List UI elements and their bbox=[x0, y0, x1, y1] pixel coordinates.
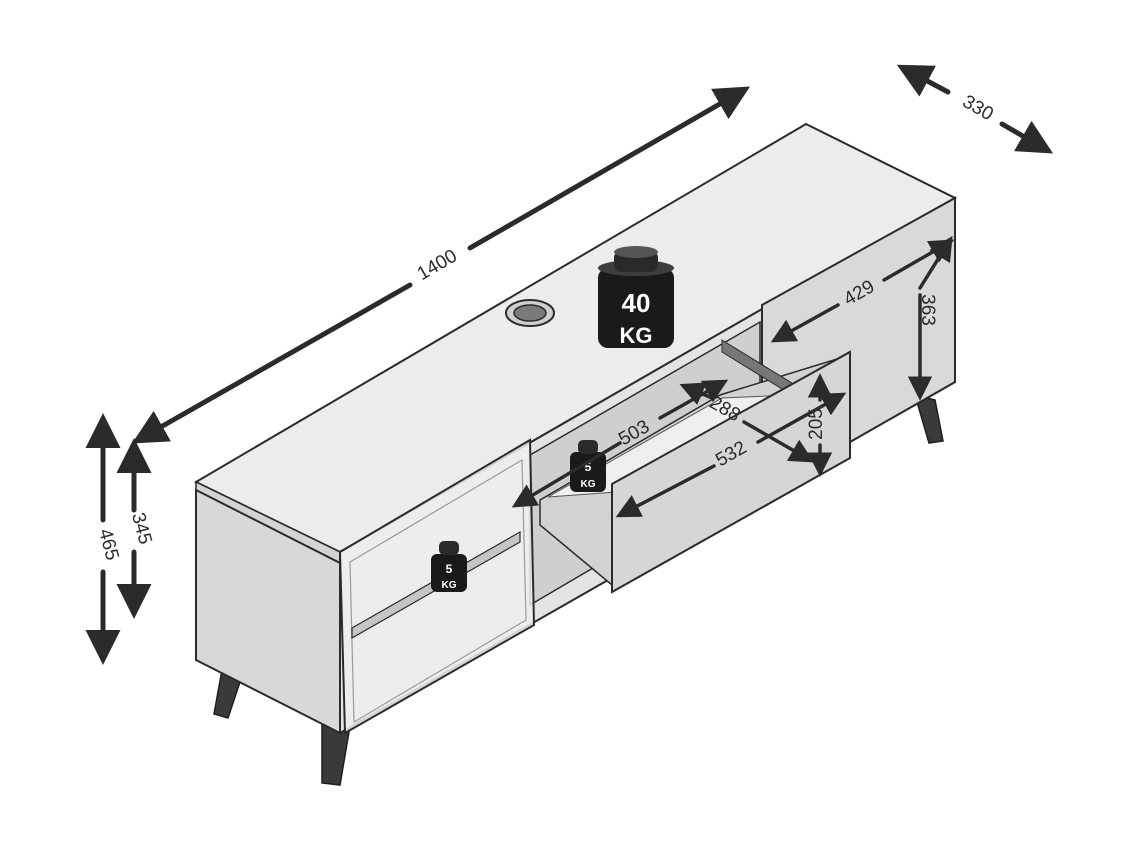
width-arrow-right bbox=[467, 86, 751, 251]
drawer-weight-value: 5 bbox=[585, 460, 592, 474]
shelf-weight-value: 5 bbox=[446, 562, 453, 576]
total-height-label: 465 bbox=[94, 527, 122, 563]
drawer-weight-unit: KG bbox=[581, 479, 596, 490]
d288-down bbox=[742, 420, 815, 463]
cable-grommet bbox=[505, 299, 555, 327]
top-weight-icon: 40 KG bbox=[598, 246, 674, 348]
w429-right bbox=[882, 239, 955, 282]
left-door-inner-frame bbox=[349, 458, 527, 724]
shelf-weight-unit: KG bbox=[442, 580, 457, 591]
body-height-label: 345 bbox=[127, 511, 155, 547]
depth-arrow-left bbox=[896, 64, 951, 97]
depth-arrow-right bbox=[999, 120, 1054, 154]
w532-left bbox=[615, 464, 716, 518]
depth-label: 330 bbox=[959, 91, 997, 125]
drawer-height-label: 205 bbox=[806, 408, 827, 440]
top-weight-unit: KG bbox=[620, 323, 653, 348]
d288-up bbox=[679, 382, 714, 405]
dimension-lines bbox=[85, 64, 1054, 665]
inner-dimension-lines bbox=[511, 235, 955, 518]
width-arrow-left bbox=[131, 282, 413, 444]
top-weight-value: 40 bbox=[622, 288, 651, 318]
drawer-front bbox=[611, 350, 851, 594]
legs bbox=[213, 393, 944, 786]
w429-left bbox=[770, 303, 840, 343]
drawer-weight-icon: 5 KG bbox=[570, 440, 606, 492]
width-label: 1400 bbox=[414, 246, 461, 285]
w532-right bbox=[756, 392, 847, 444]
cabinet-height-label: 363 bbox=[917, 294, 938, 326]
w503-left bbox=[511, 441, 622, 508]
shelf-weight-icon: 5 KG bbox=[431, 541, 467, 592]
